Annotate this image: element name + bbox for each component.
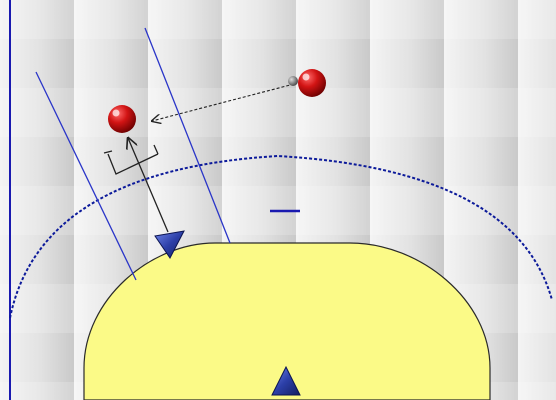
key-area bbox=[83, 242, 491, 400]
drive-line bbox=[128, 138, 169, 233]
triangle-icon bbox=[154, 230, 185, 259]
pass-line bbox=[152, 83, 295, 121]
lane-line-left bbox=[35, 71, 137, 281]
ball-icon bbox=[298, 69, 326, 97]
lane-line-right bbox=[144, 27, 231, 244]
triangle-icon bbox=[271, 365, 301, 396]
small-ball-icon bbox=[288, 76, 298, 86]
ball-icon bbox=[108, 105, 136, 133]
screen-bracket-icon bbox=[103, 144, 159, 175]
